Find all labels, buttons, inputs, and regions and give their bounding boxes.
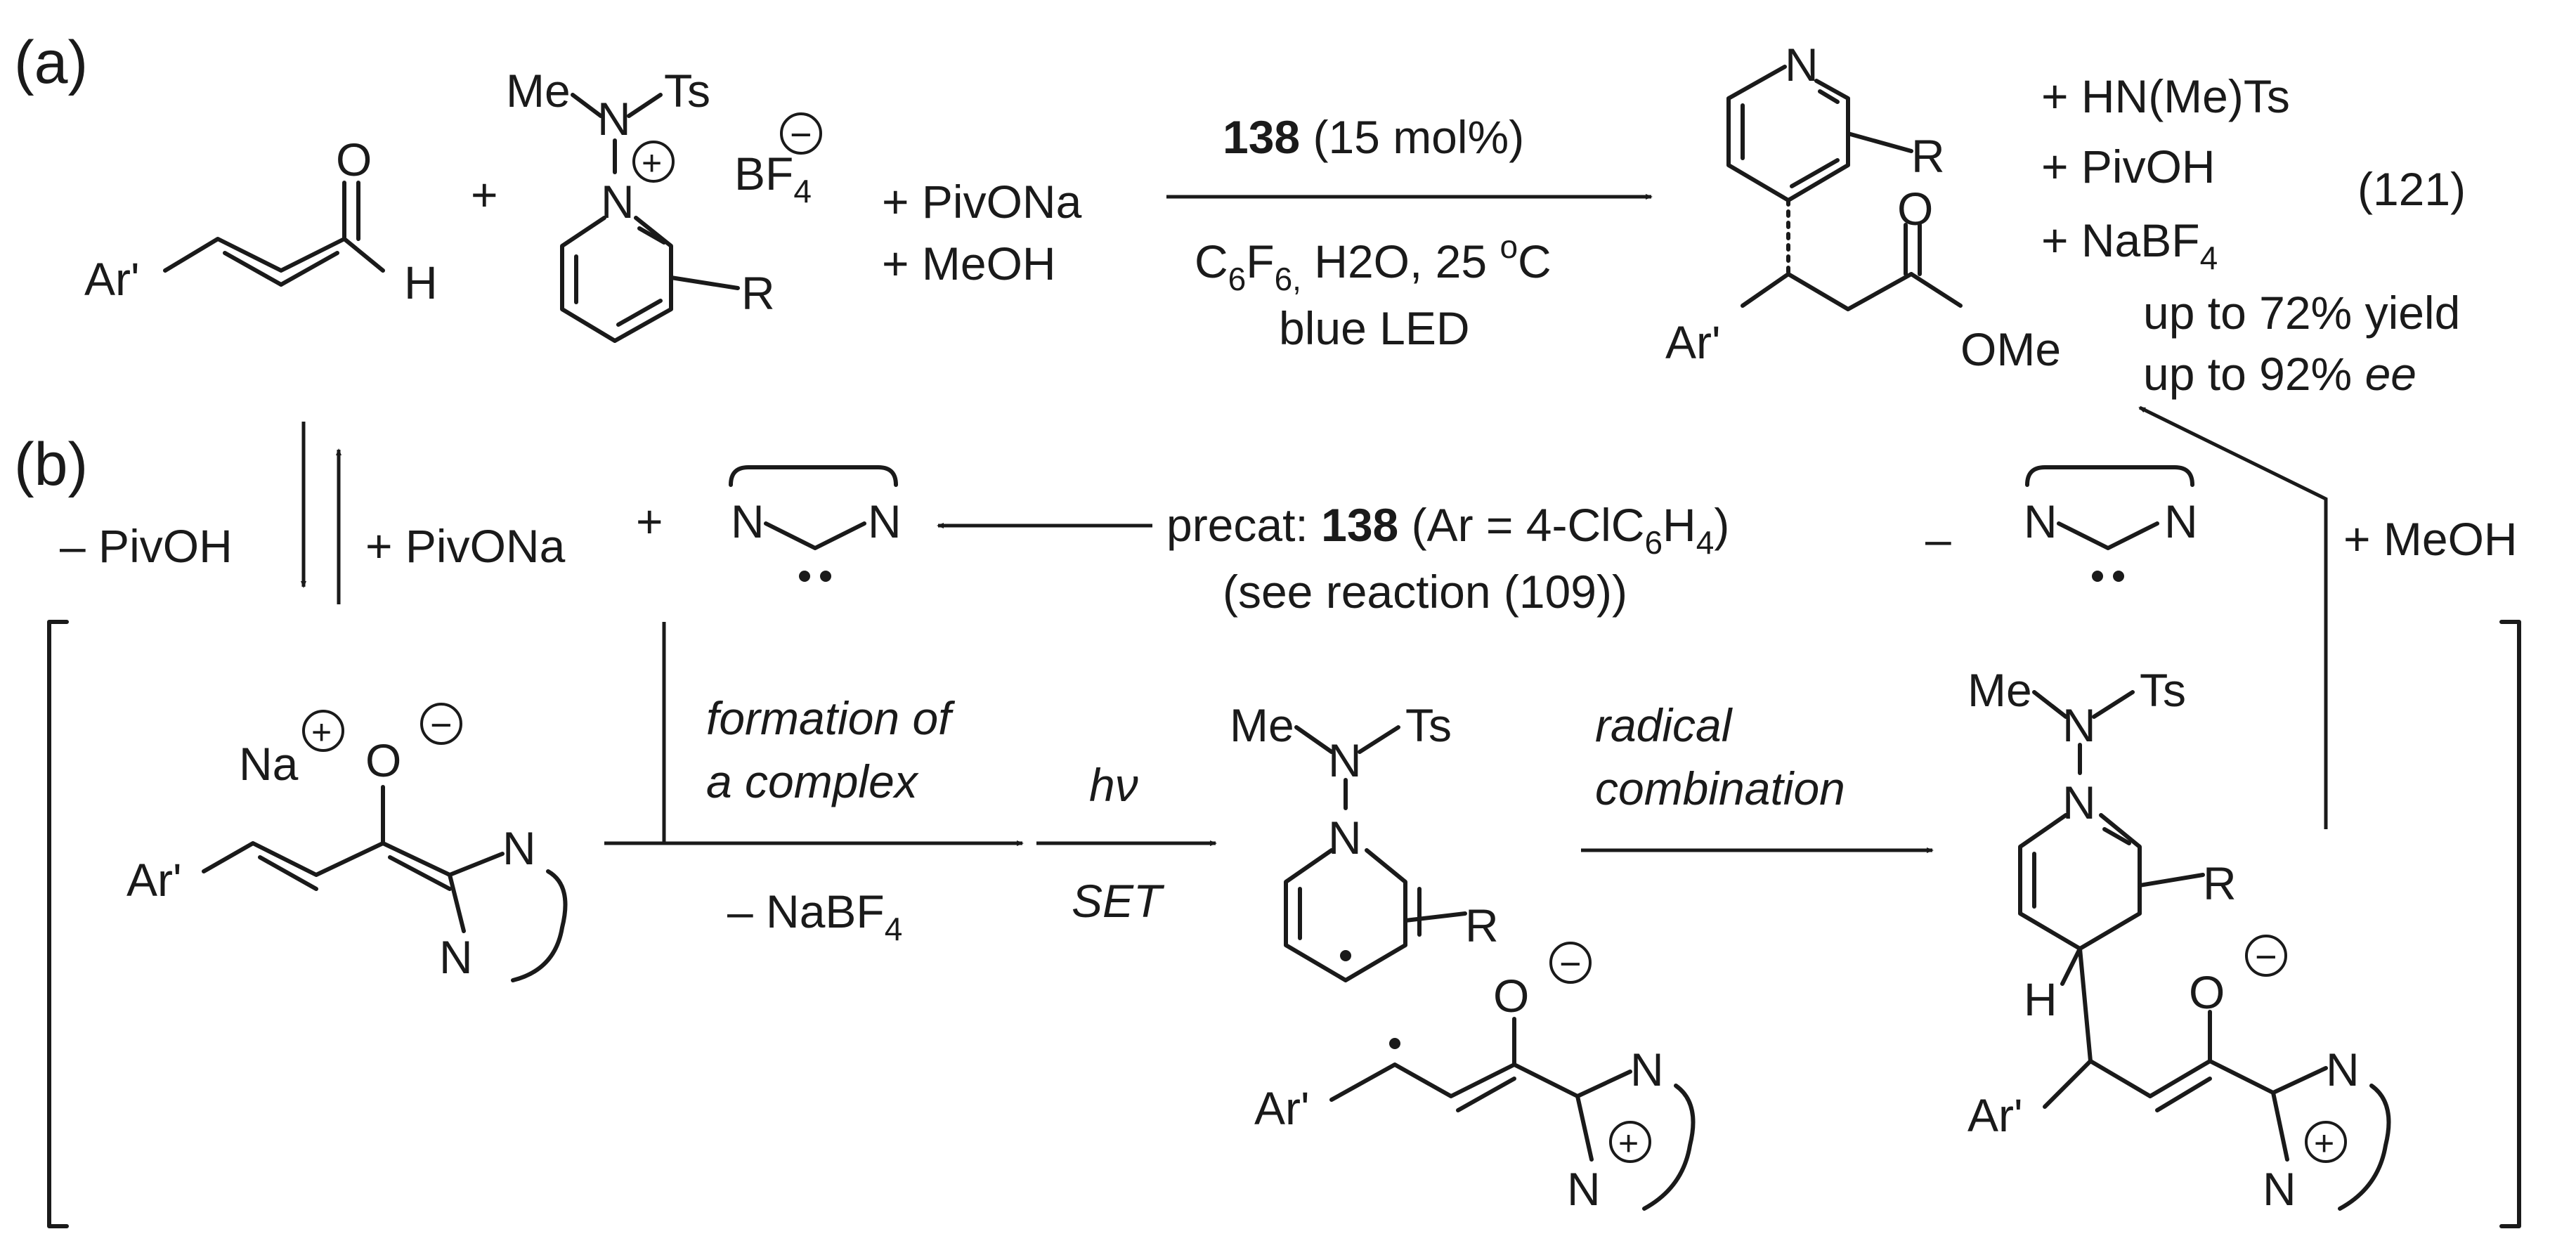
enolate-n-lower: N	[439, 931, 473, 983]
adduct-oxygen-charge: −	[2255, 936, 2277, 978]
ee-text: up to 92% ee	[2143, 348, 2416, 400]
adduct-oxygen: O	[2189, 966, 2225, 1018]
enolate-aryl: Ar'	[126, 854, 182, 906]
minus-nabf4: – NaBF4	[727, 885, 902, 947]
oxygen-label: O	[336, 134, 372, 186]
radical-n-amine: N	[1328, 734, 1362, 786]
radical-r: R	[1465, 899, 1499, 951]
set-label: SET	[1072, 875, 1165, 927]
pyridinyl-radical: Me N Ts N R	[1230, 699, 1499, 982]
enolate-radical-aryl: Ar'	[1254, 1082, 1310, 1134]
adduct-imid-n1: N	[2326, 1044, 2360, 1096]
minus-sign: –	[1925, 513, 1951, 565]
plus-meoh: + MeOH	[2343, 513, 2518, 565]
enolate-radical-oxygen: O	[1493, 970, 1529, 1022]
enolate-radical-charge: −	[1559, 943, 1582, 985]
pyridinium-nitrogen: N	[601, 176, 635, 228]
released-nhc-carbene: – N N	[1925, 465, 2198, 582]
adduct-n-amine: N	[2062, 699, 2096, 751]
aryl-label: Ar'	[84, 253, 140, 305]
left-bracket	[47, 620, 69, 1228]
equation-number: (121)	[2357, 163, 2466, 215]
light-label: hν	[1089, 759, 1138, 811]
right-bracket	[2499, 620, 2521, 1228]
enolate-radical-n2: N	[1567, 1163, 1601, 1215]
sodium-label: Na	[239, 738, 299, 790]
radical-label-1: radical	[1595, 699, 1733, 751]
released-n-right: N	[2164, 495, 2198, 547]
dihydropyridine-adduct: Me N Ts N R H Ar' O − N + N	[1967, 664, 2391, 1215]
part-a-label: (a)	[14, 29, 88, 96]
hydrogen-label: H	[404, 256, 438, 308]
free-nhc-carbene: N N	[729, 465, 902, 582]
reagent-pivona: + PivONa	[882, 176, 1082, 228]
methoxy-label: OMe	[1960, 323, 2061, 375]
formation-label-2: a complex	[706, 755, 919, 807]
minus-pivoh: – PivOH	[60, 520, 233, 572]
positive-charge: +	[642, 143, 662, 183]
adduct-hydrogen: H	[2024, 973, 2057, 1025]
adduct-imid-charge: +	[2314, 1124, 2334, 1163]
precatalyst-label: precat: 138 (Ar = 4-ClC6H4)	[1166, 499, 1729, 561]
product-r: R	[1911, 130, 1945, 182]
enolate-radical: Ar' O − N + N	[1254, 942, 1696, 1215]
radical-methyl: Me	[1230, 699, 1294, 751]
plus-carbene: +	[636, 495, 663, 547]
sodium-charge: +	[311, 713, 332, 752]
adduct-methyl: Me	[1967, 664, 2032, 716]
byproduct-pivoh: + PivOH	[2041, 141, 2216, 193]
carbene-n-right: N	[868, 495, 902, 547]
pyridine-nitrogen: N	[1785, 39, 1819, 91]
enolate-radical-n1: N	[1630, 1044, 1664, 1096]
reagent-meoh: + MeOH	[882, 238, 1056, 290]
n-aminopyridinium-salt: Me N Ts N + R BF4 −	[506, 65, 822, 343]
plus-sign: +	[471, 169, 498, 221]
methyl-label: Me	[506, 65, 571, 117]
reaction-reference: (see reaction (109))	[1223, 566, 1627, 618]
adduct-r: R	[2203, 857, 2237, 909]
nitrogen-label: N	[597, 93, 631, 145]
radical-n-ring: N	[1328, 812, 1362, 864]
adduct-imid-n2: N	[2263, 1163, 2296, 1215]
return-arrow	[2138, 405, 2328, 829]
carbene-n-left: N	[731, 495, 765, 547]
radical-tosyl: Ts	[1405, 699, 1452, 751]
adduct-n-ring: N	[2062, 776, 2096, 828]
enolate-n-upper: N	[502, 822, 536, 874]
negative-charge: −	[790, 114, 812, 156]
enolate-charge: −	[430, 704, 453, 746]
tosyl-label: Ts	[664, 65, 710, 117]
r-substituent: R	[741, 267, 775, 319]
sodium-enolate-adduct: Na + O − Ar' N N	[126, 703, 568, 983]
light-source: blue LED	[1279, 302, 1470, 354]
ester-oxygen: O	[1897, 183, 1933, 235]
yield-text: up to 72% yield	[2143, 287, 2460, 339]
enolate-oxygen: O	[365, 734, 401, 786]
product-structure: N R Ar' O OMe	[1665, 39, 2061, 375]
product-aryl: Ar'	[1665, 316, 1721, 368]
plus-pivona: + PivONa	[365, 520, 566, 572]
adduct-aryl: Ar'	[1967, 1089, 2023, 1141]
byproduct-nabf4: + NaBF4	[2041, 214, 2218, 276]
reaction-conditions: C6F6, H2O, 25 oC	[1195, 228, 1552, 297]
part-b-label: (b)	[14, 431, 88, 498]
radical-label-2: combination	[1595, 762, 1845, 814]
cinnamaldehyde-structure: Ar' O H	[84, 134, 438, 308]
byproduct-sulfonamide: + HN(Me)Ts	[2041, 70, 2290, 122]
tetrafluoroborate: BF4	[734, 148, 812, 209]
formation-label-1: formation of	[706, 692, 956, 744]
catalyst-loading: 138 (15 mol%)	[1223, 111, 1524, 163]
released-n-left: N	[2024, 495, 2057, 547]
imidazolium-charge: +	[1618, 1124, 1639, 1163]
adduct-tosyl: Ts	[2140, 664, 2186, 716]
